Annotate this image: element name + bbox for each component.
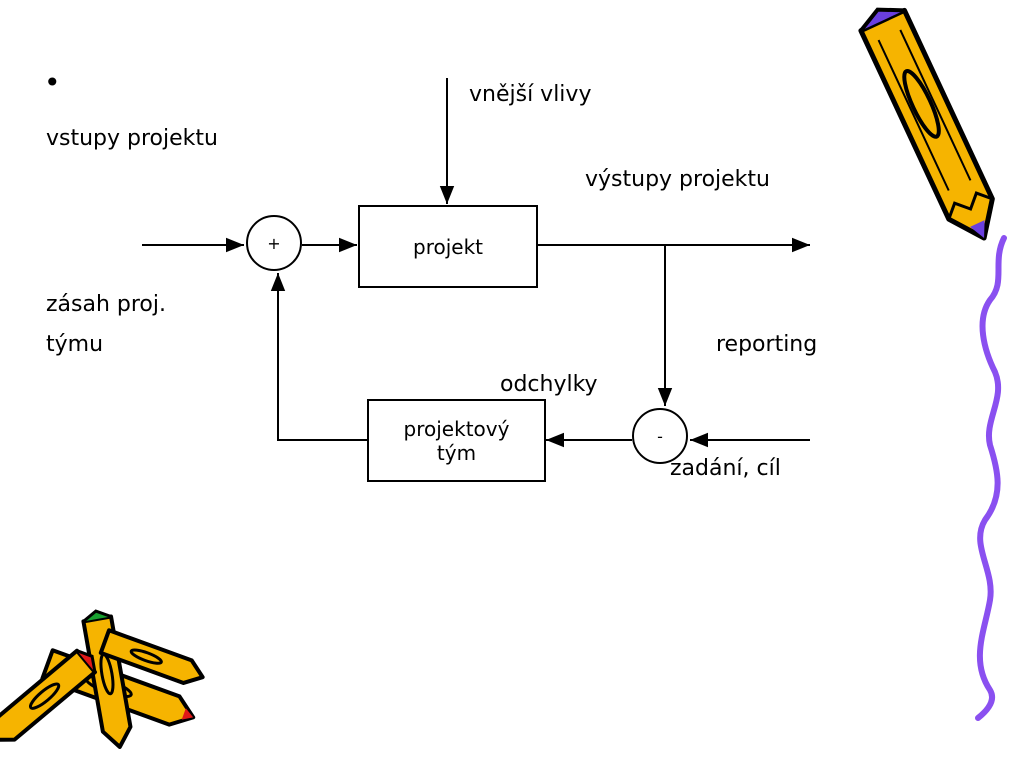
project-team-block: projektový tým	[367, 399, 546, 482]
summing-junction-sign: +	[267, 233, 281, 253]
bullet-marker: •	[44, 66, 61, 99]
pencil-icon	[858, 7, 995, 241]
comparison-junction-sign: -	[657, 426, 663, 446]
label-deviations: odchylky	[500, 372, 598, 397]
squiggle-line	[975, 235, 1007, 721]
summing-junction: +	[246, 215, 302, 271]
label-reporting: reporting	[716, 332, 818, 357]
label-project-outputs: výstupy projektu	[585, 167, 770, 192]
project-block-label: projekt	[413, 234, 483, 259]
project-team-label-line2: tým	[436, 440, 477, 465]
label-team-intervention-line1: zásah proj.	[46, 292, 167, 317]
label-external-influences: vnější vlivy	[469, 82, 592, 107]
project-team-label-line1: projektový	[403, 416, 510, 441]
comparison-junction: -	[632, 408, 688, 464]
crossed-pencils-icon	[0, 609, 205, 749]
project-block: projekt	[358, 205, 538, 288]
label-target: zadání, cíl	[670, 456, 781, 481]
label-team-intervention-line2: týmu	[46, 332, 104, 357]
arrow-feedback-to-sum	[270, 273, 368, 441]
label-project-inputs: vstupy projektu	[46, 126, 218, 151]
